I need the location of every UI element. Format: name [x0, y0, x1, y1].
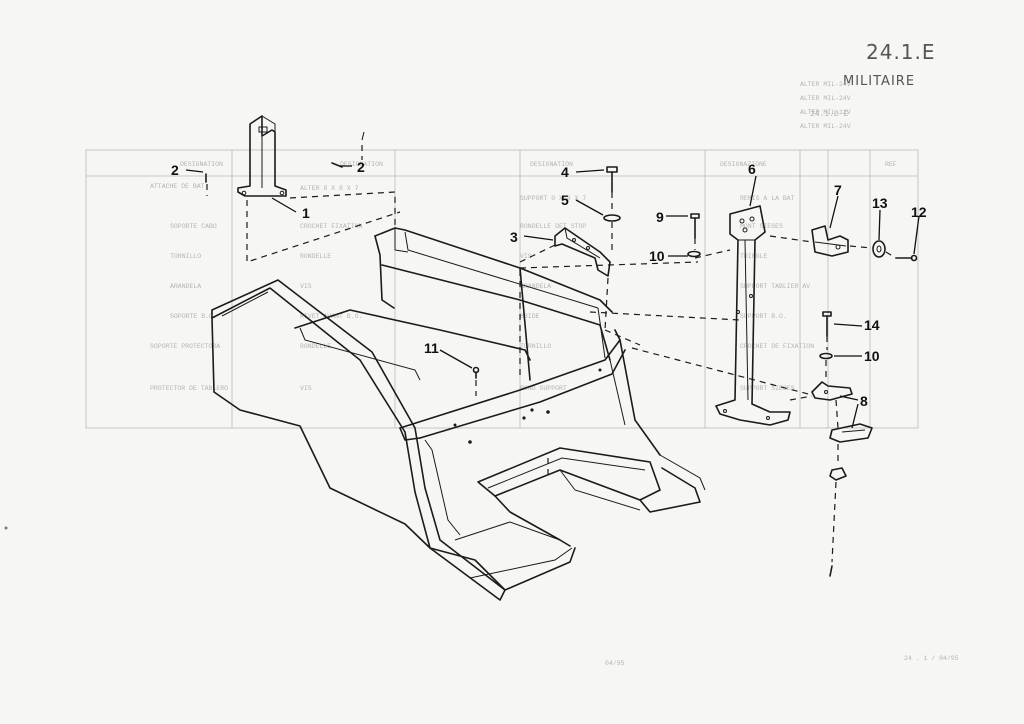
- svg-text:CROCHET DE FIXATION: CROCHET DE FIXATION: [740, 343, 814, 350]
- svg-text:24.1.D-E: 24.1.D-E: [810, 110, 849, 119]
- callout-labels: 1 2 2 3 4 5 6 7 8 9 10 10 11 12 13 14: [171, 159, 927, 409]
- brackets-part-8: [811, 381, 873, 443]
- svg-text:TORNILLO: TORNILLO: [520, 343, 551, 350]
- svg-text:REF: REF: [885, 161, 897, 168]
- callout-4: 4: [561, 164, 569, 180]
- callout-2-left: 2: [171, 162, 179, 178]
- hinge-part-7: [811, 225, 849, 257]
- assembly-lines: [206, 145, 897, 563]
- leader-lines: [185, 165, 920, 429]
- bracket-part-3: [554, 227, 611, 277]
- svg-text:ALTER MIL-24V: ALTER MIL-24V: [800, 95, 851, 102]
- callout-9: 9: [656, 209, 664, 225]
- callout-3: 3: [510, 229, 518, 245]
- punch-mark: [4, 526, 8, 530]
- svg-text:ALTER MIL-12V: ALTER MIL-12V: [800, 109, 851, 116]
- svg-text:ALTER MIL-24V: ALTER MIL-24V: [800, 81, 851, 88]
- svg-text:SOPORTE B.O.: SOPORTE B.O.: [170, 313, 217, 320]
- callout-11: 11: [424, 340, 439, 356]
- svg-text:DESIGNATION: DESIGNATION: [530, 161, 573, 168]
- callout-7: 7: [834, 182, 842, 198]
- svg-text:RONDELLE: RONDELLE: [300, 343, 331, 350]
- page-code: 24.1.E: [866, 40, 936, 64]
- svg-text:ROND SUPPORT: ROND SUPPORT: [520, 385, 567, 392]
- svg-text:SUPPORT 0 X 8 X 7: SUPPORT 0 X 8 X 7: [520, 195, 586, 202]
- callout-14: 14: [864, 317, 880, 333]
- svg-text:ATTACHE DE BAT: ATTACHE DE BAT: [150, 183, 205, 190]
- svg-text:VIS: VIS: [520, 253, 532, 260]
- show-through-table: DESIGNATION DESIGNATION DESIGNATION DESIGN…: [85, 81, 919, 429]
- body-tub: [211, 227, 706, 601]
- svg-text:DESIGNATION: DESIGNATION: [180, 161, 223, 168]
- callout-5: 5: [561, 192, 569, 208]
- svg-text:ARANDELA: ARANDELA: [170, 283, 201, 290]
- footer-ghost-right: 24 . 1 / 04/95: [904, 655, 959, 662]
- svg-text:RONDELLE: RONDELLE: [300, 253, 331, 260]
- footer-ghost-left: 04/95: [605, 660, 625, 667]
- callout-13: 13: [872, 195, 888, 211]
- svg-text:SOPORTE CABO: SOPORTE CABO: [170, 223, 217, 230]
- svg-text:BRIDE: BRIDE: [520, 313, 540, 320]
- fasteners: [205, 131, 918, 577]
- callout-8: 8: [860, 393, 868, 409]
- svg-text:VIS: VIS: [300, 385, 312, 392]
- callout-2-right: 2: [357, 159, 365, 175]
- page-tag: MILITAIRE: [843, 74, 916, 89]
- svg-text:SUPPORT B.O.: SUPPORT B.O.: [740, 313, 787, 320]
- svg-text:SUPPORT SIEGES: SUPPORT SIEGES: [740, 385, 795, 392]
- callout-12: 12: [911, 204, 927, 220]
- bracket-part-1: [237, 115, 287, 197]
- callout-6: 6: [748, 161, 756, 177]
- svg-text:PROTECTOR DE TABLERO: PROTECTOR DE TABLERO: [150, 385, 228, 392]
- svg-text:SUPPORT TABLIER AV: SUPPORT TABLIER AV: [740, 283, 810, 290]
- svg-text:VIS: VIS: [300, 283, 312, 290]
- svg-text:RONDELLE DET STOP: RONDELLE DET STOP: [520, 223, 586, 230]
- svg-text:DESIGNAZIONE: DESIGNAZIONE: [720, 161, 767, 168]
- svg-text:SOPORTE PROTECTORA: SOPORTE PROTECTORA: [150, 343, 220, 350]
- callout-1: 1: [302, 205, 310, 221]
- svg-text:REMIS A LA BAT: REMIS A LA BAT: [740, 195, 795, 202]
- svg-text:TRINGLE: TRINGLE: [740, 253, 767, 260]
- svg-text:MONT SIEGES: MONT SIEGES: [740, 223, 783, 230]
- svg-text:ALTER 8 X 8 X 7: ALTER 8 X 8 X 7: [300, 185, 359, 192]
- svg-text:ALTER MIL-24V: ALTER MIL-24V: [800, 123, 851, 130]
- callout-10-upper: 10: [649, 248, 665, 264]
- svg-text:DESIGNATION: DESIGNATION: [340, 161, 383, 168]
- svg-text:ARANDELA: ARANDELA: [520, 283, 551, 290]
- svg-text:TORNILLO: TORNILLO: [170, 253, 201, 260]
- callout-10-lower: 10: [864, 348, 880, 364]
- svg-text:CROCHET FIXATION: CROCHET FIXATION: [300, 223, 363, 230]
